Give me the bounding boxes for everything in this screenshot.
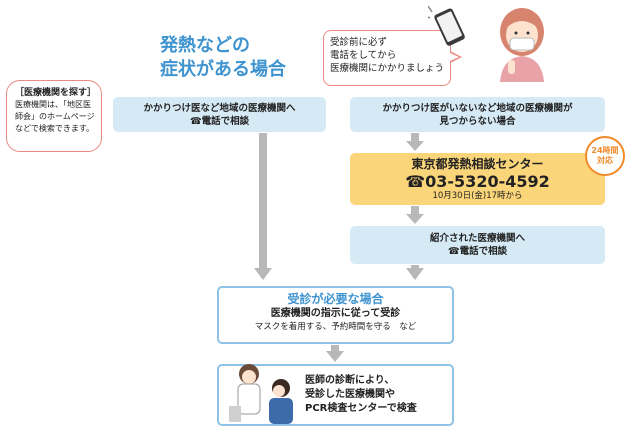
arrow-right-3-head (406, 268, 424, 280)
diagnosis-testing-box: 医師の診断により、 受診した医療機関や PCR検査センターで検査 (217, 364, 454, 426)
center-phone-number: ☎03-5320-4592 (405, 171, 550, 191)
speech-bubble: 受診前に必ず 電話をしてから 医療機関にかかりましょう (323, 30, 462, 86)
tokyo-fever-consultation-center-box: 東京都発熱相談センター ☎03-5320-4592 10月30日(金)17時から (350, 153, 605, 205)
visit-required-heading: 受診が必要な場合 (287, 292, 384, 306)
center-name: 東京都発熱相談センター (411, 156, 544, 171)
search-note-heading: ［医療機関を探す］ (15, 88, 97, 98)
no-family-doctor-box: かかりつけ医がいないなど地域の医療機関が 見つからない場合 (350, 97, 605, 132)
consult-family-doctor-box: かかりつけ医など地域の医療機関へ ☎電話で相談 (113, 97, 326, 132)
arrow-right-2-head (406, 214, 424, 224)
introduced-facility-box: 紹介された医療機関へ ☎電話で相談 (350, 226, 605, 264)
smartphone-icon (428, 5, 465, 46)
page-title: 発熱などの 症状がある場合 (160, 35, 286, 80)
center-start-date: 10月30日(金)17時から (432, 190, 523, 201)
search-note-callout: ［医療機関を探す］ 医療機関は、「地区医 師会」のホームページ などで検索できま… (6, 80, 102, 152)
arrow-down-final-head (326, 351, 344, 362)
arrow-left-shaft (259, 133, 267, 268)
24-hour-badge: 24時間 対応 (585, 136, 625, 176)
visit-required-box: 受診が必要な場合 医療機関の指示に従って受診 マスクを着用する、予約時間を守る … (217, 286, 454, 344)
doctor-patient-illustration (229, 364, 293, 424)
woman-with-mask-illustration (500, 8, 544, 82)
arrow-right-1-head (406, 141, 424, 151)
arrow-left-head (254, 268, 272, 280)
